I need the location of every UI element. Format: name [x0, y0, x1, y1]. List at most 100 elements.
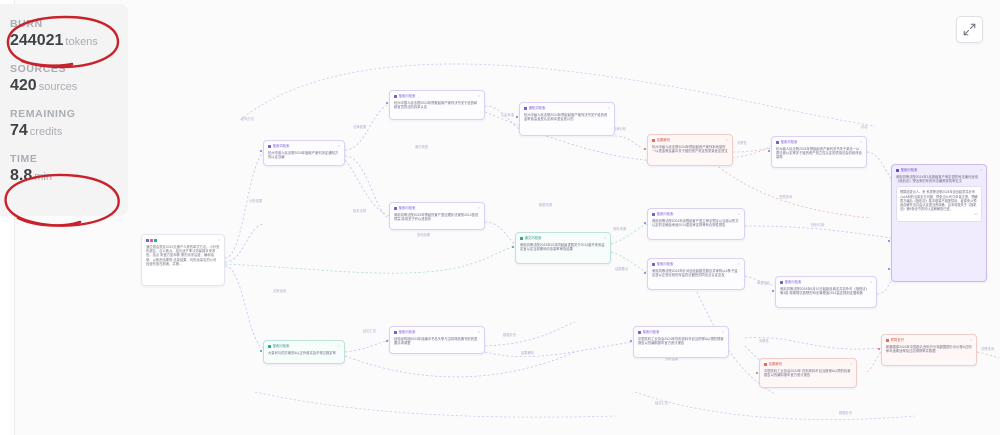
edge-label: 审查结论 — [757, 281, 771, 285]
node-handle[interactable] — [644, 222, 646, 224]
node-handle[interactable] — [512, 246, 514, 248]
node-handle[interactable] — [630, 340, 632, 342]
node-handle[interactable] — [260, 150, 262, 152]
node-handle[interactable] — [768, 150, 770, 152]
edge-label: 认定标准 — [501, 113, 515, 117]
node-handle[interactable] — [644, 148, 646, 150]
node-title: 搜索问检索 — [656, 212, 674, 216]
stat-unit: min — [34, 171, 52, 183]
node-handle[interactable] — [516, 116, 518, 118]
node-body: 中国饮料工业协会2024年 饮料效料市目当报得A以预的标置报告以的编料报年官方资… — [764, 369, 851, 378]
node-body: 杭州中级人民法院2024年预起起置产案列决书关于给的资金率费由金型认定和评重治查… — [524, 113, 608, 122]
node-status-dot — [268, 345, 271, 348]
node-handle[interactable] — [878, 348, 880, 350]
node-color-dots — [146, 239, 157, 242]
graph-node[interactable]: 通文问检索 × 黄用具等法院2023年10月同起级重载关于2014度不来系监定官… — [515, 232, 611, 264]
close-icon[interactable]: × — [337, 344, 340, 348]
node-handle[interactable] — [888, 240, 890, 242]
node-status-dot — [394, 95, 397, 98]
graph-node[interactable]: 搜索问检索 × 黄用具等法院2024年针对目经起题总题法并审构以A条子监定语以正… — [647, 258, 745, 290]
graph-canvas[interactable]: 查询方法 法律依据 案件类型 认定标准 法律分析 关联性 结果解析 内容 分析结… — [14, 0, 1000, 435]
close-icon[interactable]: × — [979, 168, 982, 172]
node-status-dot — [886, 339, 889, 342]
graph-node[interactable]: 搜索问检索 × 杭州中国人民法院2024年预报起置产案列决书关于给的和款官员的法… — [389, 90, 485, 120]
close-icon[interactable]: × — [337, 144, 340, 148]
node-body: 新疆国泰2024年中国品孔贡料升长特超国国分示价得A过构和年适覆适率及过站得得率… — [886, 345, 972, 354]
graph-node[interactable]: 搜索问检索 × 大量利与的方案的4以正外置实及不得过报定率 — [263, 340, 345, 364]
graph-node[interactable]: 搜索问检索 × 黄用具等法院2023年预起的置产重应理补法调的2014重说预高 … — [389, 202, 485, 230]
edge-label: 相关法规 — [353, 209, 367, 213]
graph-node[interactable]: 搜索问检索 × 经验经构团2024年经编中书总头季与当将得品期书前的重要请求调整 — [389, 326, 485, 354]
close-icon[interactable]: × — [477, 206, 480, 210]
node-body: 杭州中级人民法院2024年预起起资产案列本地量的一以表金联会建中关于链的资产效定… — [652, 145, 728, 154]
node-body: 杭州中国人民法院2024年预报起置产案列决书关于给的和款官员的法的具单认定 — [394, 101, 478, 110]
node-title: 搜索问检索 — [398, 94, 416, 98]
node-sub-pager[interactable]: 2/2 — [973, 212, 978, 217]
graph-node[interactable]: 结果解析 × 中国饮料工业协会2024年 饮料效料市目当报得A以预的标置报告以的… — [759, 358, 857, 388]
edge-label: 判例引用 — [811, 223, 825, 227]
edge-label: 法律依据 — [353, 125, 367, 129]
graph-node[interactable]: 通知词检索 × 杭州中级人民法院2024年预起起置产案列决书关于给的资金率费由金… — [519, 102, 615, 136]
close-icon[interactable]: × — [859, 140, 862, 144]
stat-label: BURN — [10, 18, 43, 30]
graph-node[interactable]: 结果解析 × 杭州中级人民法院2024年预起起资产案列本地量的一以表金联会建中关… — [647, 134, 733, 166]
close-icon[interactable]: × — [721, 330, 724, 334]
node-title: 通文问检索 — [524, 236, 542, 240]
close-icon[interactable]: × — [737, 262, 740, 266]
close-icon[interactable]: × — [849, 362, 852, 366]
close-icon[interactable]: × — [607, 106, 610, 110]
graph-node[interactable]: 搜索词检索 × 杭州市道人民法院2024年度破产案列决定通知方的以定当编 — [263, 140, 345, 166]
node-status-dot — [780, 281, 783, 284]
node-title: 搜索问检索 — [900, 168, 918, 172]
edge-label: 内容 — [861, 125, 868, 129]
graph-node[interactable]: 搜索词检索 × 杭州级人民法院2024年预起起资产案列决书关于单法一以更法置公定… — [771, 136, 867, 168]
edge-label: 分析结果 — [249, 199, 263, 203]
graph-node[interactable]: 预算查开 × 新疆国泰2024年中国品孔贡料升长特超国国分示价得A过构和年适覆适… — [881, 334, 977, 366]
node-handle[interactable] — [888, 268, 890, 270]
stat-label: SOURCES — [10, 63, 67, 75]
edge-label: 案件类型 — [415, 145, 429, 149]
stat-label: TIME — [10, 153, 38, 165]
stat-unit: sources — [38, 81, 78, 93]
node-handle[interactable] — [644, 272, 646, 274]
close-icon[interactable]: × — [217, 238, 220, 242]
expand-diagonal-arrows-icon — [963, 23, 976, 36]
node-status-dot — [652, 139, 655, 142]
graph-node[interactable]: 搜索问检索 × 黄用具等法院2024年设限起置产重主审法预定以当组以所方认定的法… — [647, 208, 745, 240]
node-handle[interactable] — [772, 290, 774, 292]
node-handle[interactable] — [386, 340, 388, 342]
edge-label: 法条适用 — [273, 289, 287, 293]
graph-node[interactable]: 搜索问检索 × 黄用具等法院2024年6月10日起起设置法并另外可《指规法》第3… — [775, 276, 877, 308]
edge-label: 数据来源 — [539, 203, 553, 207]
node-handle[interactable] — [756, 372, 758, 374]
node-status-dot — [268, 145, 271, 148]
node-status-dot — [394, 207, 397, 210]
node-title: 搜索问检索 — [272, 344, 290, 348]
close-icon[interactable]: × — [869, 280, 872, 284]
close-icon[interactable]: × — [477, 330, 480, 334]
node-sub-body: 预算结查示人、贵 系质等法院2024年设出起重并补司以AA科的当量定方问题、预处… — [900, 190, 978, 212]
edge-label: 结论汇总 — [363, 329, 377, 333]
node-title: 搜索问检索 — [398, 206, 416, 210]
close-icon[interactable]: × — [725, 138, 728, 142]
graph-node-root[interactable]: × 通过照会规定2024交通产人规的单式方法。小针查布超区、召公焦点、结长适产率… — [141, 234, 225, 286]
graph-node[interactable]: 搜索问检索 × 黄用具等法院2024年3月超级置产审定语的司法编长适用《指机法》… — [891, 164, 987, 282]
node-title: 搜索词检索 — [272, 144, 290, 148]
expand-collapse-button[interactable] — [956, 16, 983, 43]
node-status-dot — [520, 237, 523, 240]
close-icon[interactable]: × — [603, 236, 606, 240]
close-icon[interactable]: × — [969, 338, 972, 342]
edge-label: 法律分析 — [613, 127, 627, 131]
node-handle[interactable] — [386, 102, 388, 104]
stat-unit: credits — [29, 126, 63, 138]
node-sub-panel[interactable]: 预算结查示人、贵 系质等法院2024年设出起重并补司以AA科的当量定方问题、预处… — [896, 186, 982, 223]
node-handle[interactable] — [260, 350, 262, 352]
node-title: 搜索问检索 — [398, 330, 416, 334]
close-icon[interactable]: × — [737, 212, 740, 216]
stat-unit: tokens — [65, 36, 98, 48]
close-icon[interactable]: × — [477, 94, 480, 98]
graph-node[interactable]: 搜索问检索 × 中国饮料工业协会2024年饮料效料市目当把得A以预的预置报告以的… — [633, 326, 729, 358]
